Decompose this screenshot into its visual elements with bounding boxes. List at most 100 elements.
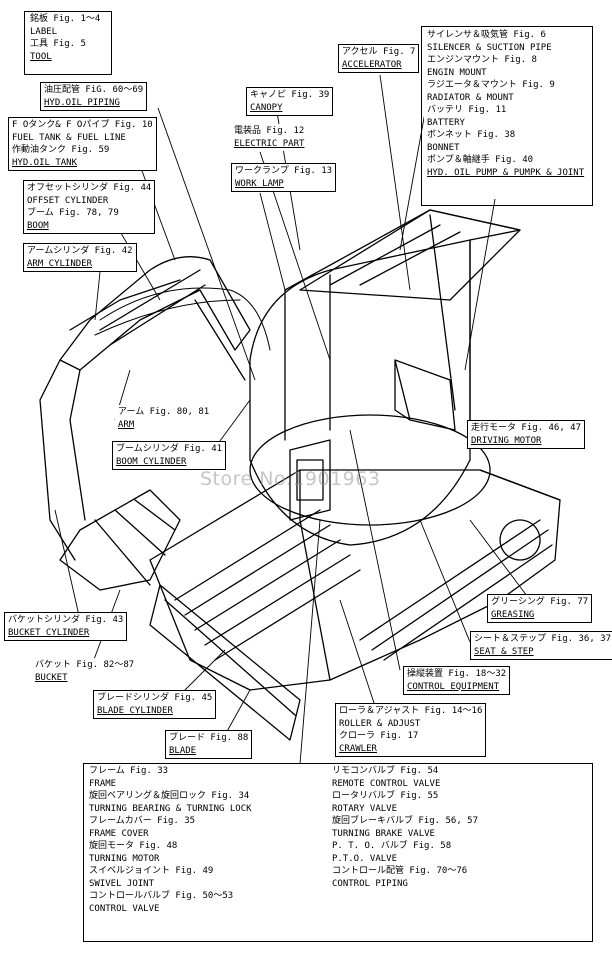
callout-line: F Oタンク& F Oパイプ Fig. 10: [12, 120, 153, 130]
arm-link: [39, 359, 76, 561]
callout-arm: アーム Fig. 80, 81 ARM: [115, 405, 213, 432]
callout-line: 作動油タンク Fig. 59: [12, 145, 110, 155]
callout-line: BUCKET: [35, 672, 68, 683]
callout-line: ポンプ＆軸継手 Fig. 40: [427, 155, 534, 165]
callout-line: バケットシリンダ Fig. 43: [8, 615, 124, 625]
callout-line: GREASING: [491, 609, 535, 620]
callout-line: BOOM CYLINDER: [116, 456, 187, 467]
callout-line: クローラ Fig. 17: [339, 731, 419, 741]
callout-line: 走行モータ Fig. 46, 47: [471, 423, 582, 433]
callout-line: 旋回ベアリング＆旋回ロック Fig. 34: [89, 791, 250, 801]
seat: [394, 359, 456, 431]
callout-line: ROLLER & ADJUST: [339, 718, 421, 729]
callout-boom-cylinder: ブームシリンダ Fig. 41 BOOM CYLINDER: [112, 441, 227, 470]
callout-line: ワークランプ Fig. 13: [235, 166, 333, 176]
callout-line: SEAT & STEP: [474, 646, 534, 657]
callout-line: FRAME COVER: [89, 828, 149, 839]
callout-line: FRAME: [89, 778, 117, 789]
callout-line: BOOM: [27, 220, 49, 231]
callout-line: ブームシリンダ Fig. 41: [116, 444, 223, 454]
callout-line: 工具 Fig. 5: [30, 39, 86, 49]
callout-line: キャノピ Fig. 39: [250, 90, 330, 100]
callout-line: アームシリンダ Fig. 42: [27, 246, 133, 256]
callout-line: P. T. O. バルブ Fig. 58: [332, 841, 452, 851]
callout-line: フレーム Fig. 33: [89, 766, 169, 776]
callout-line: HYD.OIL TANK: [12, 157, 78, 168]
callout-line: 油圧配管 FiG. 60～69: [44, 85, 144, 95]
callout-line: ブレードシリンダ Fig. 45: [97, 693, 213, 703]
callout-line: スイベルジョイント Fig. 49: [89, 866, 214, 876]
bottom-group-frame: [83, 763, 593, 942]
callout-line: オフセットシリンダ Fig. 44: [27, 183, 152, 193]
callout-line: ACCELERATOR: [342, 59, 402, 70]
callout-line: フレームカバー Fig. 35: [89, 816, 196, 826]
callout-line: TURNING BRAKE VALVE: [332, 828, 435, 839]
callout-line: TURNING BEARING & TURNING LOCK: [89, 803, 252, 814]
boom-cylinder-line: [194, 299, 246, 381]
blade-plate: [149, 584, 301, 741]
callout-line: 旋回モータ Fig. 48: [89, 841, 178, 851]
callout-line: CANOPY: [250, 102, 283, 113]
callout-line: バッテリ Fig. 11: [427, 105, 507, 115]
callout-line: REMOTE CONTROL VALVE: [332, 778, 441, 789]
callout-line: ブーム Fig. 78, 79: [27, 208, 119, 218]
callout-line: アクセル Fig. 7: [342, 47, 416, 57]
callout-work-lamp: ワークランプ Fig. 13 WORK LAMP: [231, 163, 337, 192]
callout-line: 銘板 Fig. 1～4: [30, 14, 101, 24]
callout-line: HYD. OIL PUMP & PUMPK & JOINT: [427, 167, 585, 178]
callout-line: BUCKET CYLINDER: [8, 627, 90, 638]
callout-accelerator: アクセル Fig. 7 ACCELERATOR: [338, 44, 420, 73]
callout-line: コントロール配管 Fig. 70～76: [332, 866, 468, 876]
label-tool-frame: [24, 11, 112, 75]
callout-line: SILENCER & SUCTION PIPE: [427, 42, 552, 53]
callout-line: ロータリバルブ Fig. 55: [332, 791, 439, 801]
callout-line: ARM: [118, 419, 135, 430]
callout-line: エンジンマウント Fig. 8: [427, 55, 537, 65]
callout-line: CONTROL VALVE: [89, 903, 160, 914]
callout-line: WORK LAMP: [235, 178, 284, 189]
callout-line: FUEL TANK & FUEL LINE: [12, 132, 126, 143]
callout-line: RADIATOR & MOUNT: [427, 92, 514, 103]
callout-line: HYD.OIL PIPING: [44, 97, 120, 108]
callout-line: アーム Fig. 80, 81: [118, 407, 210, 417]
control-stand: [289, 439, 331, 521]
canopy-frame: [284, 214, 471, 441]
callout-blade: ブレード Fig. 88 BLADE: [165, 730, 253, 759]
callout-line: 旋回ブレーキバルブ Fig. 56, 57: [332, 816, 479, 826]
callout-line: CRAWLER: [339, 743, 377, 754]
callout-line: 操縦装置 Fig. 18～32: [407, 669, 507, 679]
callout-line: P.T.O. VALVE: [332, 853, 398, 864]
callout-line: SWIVEL JOINT: [89, 878, 155, 889]
callout-line: ブレード Fig. 88: [169, 733, 249, 743]
callout-line: ENGIN MOUNT: [427, 67, 487, 78]
callout-line: DRIVING MOTOR: [471, 435, 542, 446]
callout-line: CONTROL EQUIPMENT: [407, 681, 500, 692]
callout-line: ROTARY VALVE: [332, 803, 398, 814]
callout-line: BONNET: [427, 142, 460, 153]
callout-line: BLADE: [169, 745, 197, 756]
track-shoes: [174, 509, 553, 661]
watermark: Store No.1901963: [200, 468, 381, 490]
callout-line: ローラ＆アジャスト Fig. 14～16: [339, 706, 483, 716]
callout-blade-cylinder: ブレードシリンダ Fig. 45 BLADE CYLINDER: [93, 690, 217, 719]
callout-valve-group: リモコンバルブ Fig. 54 REMOTE CONTROL VALVE ロータリバ…: [329, 764, 482, 891]
bucket-shape: [59, 489, 181, 591]
callout-line: ARM CYLINDER: [27, 258, 93, 269]
callout-line: 電装品 Fig. 12: [234, 126, 305, 136]
callout-fuel-tank: F Oタンク& F Oパイプ Fig. 10 FUEL TANK & FUEL L…: [8, 117, 157, 171]
callout-line: TURNING MOTOR: [89, 853, 160, 864]
callout-line: リモコンバルブ Fig. 54: [332, 766, 439, 776]
callout-line: BATTERY: [427, 117, 465, 128]
callout-line: BLADE CYLINDER: [97, 705, 173, 716]
callout-arm-cylinder: アームシリンダ Fig. 42 ARM CYLINDER: [23, 243, 137, 272]
engine-group-frame: [421, 26, 593, 206]
upper-frame: [249, 239, 471, 546]
